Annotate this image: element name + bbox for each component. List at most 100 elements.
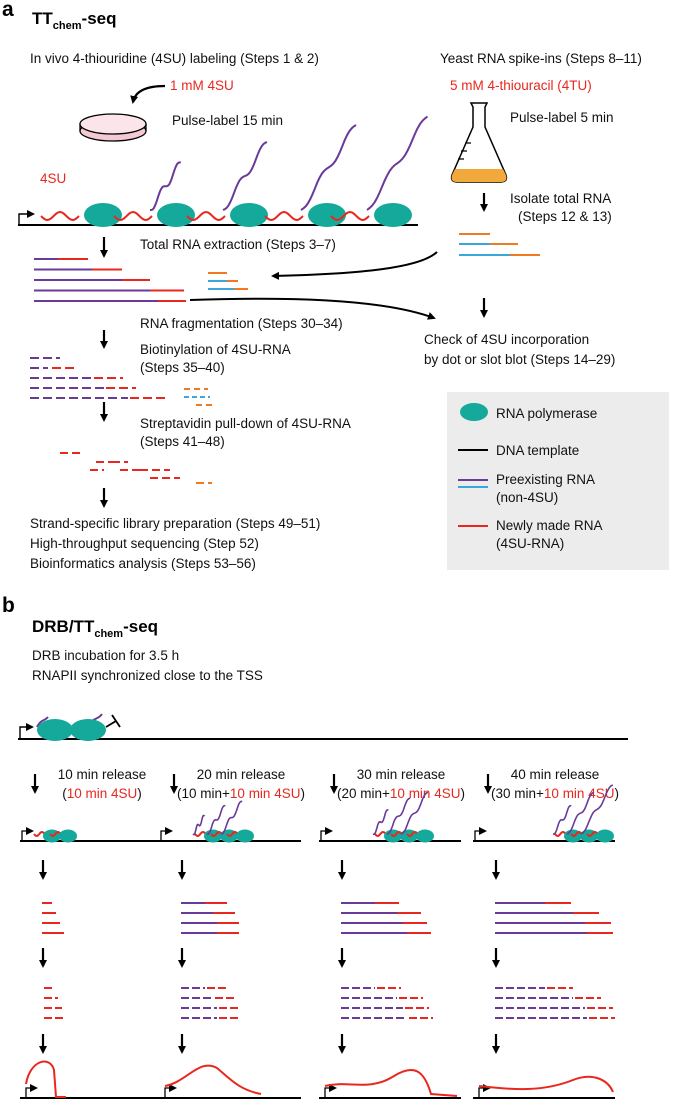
spikein-rnas-right: [459, 233, 540, 256]
nascent-purple-3-3: [400, 791, 429, 835]
drb-block-icon: [105, 714, 121, 728]
legend-preexisting-1: Preexisting RNA: [496, 472, 595, 487]
curved-arrow-spikein: [271, 251, 438, 280]
pulldown-line-2: (Steps 41–48): [140, 434, 225, 449]
rna-polymerase-4: [308, 203, 346, 227]
pulse-15-label: Pulse-label 15 min: [172, 113, 283, 128]
curved-arrow-to-dish: [130, 84, 166, 104]
isolate-line-1: Isolate total RNA: [510, 191, 611, 206]
nascent-purple-4-2: [566, 791, 595, 835]
new-rna-3: [186, 210, 226, 222]
nascent-purple-2-3: [220, 800, 243, 835]
coverage-profile-3: [324, 1069, 458, 1097]
time-course-column-2: 20 min release(10 min+10 min 4SU): [159, 767, 305, 1099]
nascent-purple-3-2: [386, 797, 411, 835]
rna-polymerase-1: [84, 203, 122, 227]
nascent-purple-3-1: [372, 809, 389, 836]
release-labeling-3: (20 min+10 min 4SU): [337, 786, 465, 801]
time-course-column-4: 40 min release (30 min+10 min 4SU): [473, 767, 619, 1099]
preexisting-rna-3: [222, 141, 268, 211]
check-line-1: Check of 4SU incorporation: [424, 332, 589, 347]
legend-box: RNA polymerase DNA template Preexisting …: [447, 392, 669, 570]
profile-tss-2-icon: [164, 1084, 177, 1097]
tss-col-2-icon: [160, 827, 173, 841]
spikein-rnas-left: [208, 272, 248, 290]
polymerase-col-2-3: [236, 829, 254, 843]
new-rna-5: [330, 210, 370, 222]
arrow-to-check: [189, 297, 436, 320]
release-label-2: 20 min release: [197, 767, 286, 782]
total-rna-lines: [34, 258, 186, 302]
preexisting-rna-2: [150, 161, 181, 211]
release-labeling-4: (30 min+10 min 4SU): [491, 786, 619, 801]
time-course-column-1: 10 min release (10 min 4SU): [20, 767, 162, 1099]
profile-tss-1-icon: [25, 1084, 38, 1097]
biotinylation-line-2: (Steps 35–40): [140, 360, 225, 375]
polymerase-legend-icon: [460, 403, 488, 421]
release-label-1: 10 min release: [58, 767, 147, 782]
pulse-5-label: Pulse-label 5 min: [510, 110, 614, 125]
tss-col-1-icon: [21, 827, 34, 841]
tss-arrow-b-icon: [19, 723, 34, 739]
time-course-columns: 10 min release (10 min 4SU) 20 min release…: [20, 767, 619, 1099]
extraction-label: Total RNA extraction (Steps 3–7): [140, 237, 336, 252]
polymerase-b1: [37, 719, 73, 741]
tss-arrow-icon: [18, 210, 35, 225]
isolate-line-2: (Steps 12 & 13): [518, 209, 612, 224]
legend-newly-1: Newly made RNA: [496, 518, 603, 533]
polymerase-col-4-3: [596, 829, 614, 843]
time-course-column-3: 30 min release (20 min+10 min 4SU): [319, 767, 465, 1099]
new-rna-1: [40, 210, 80, 222]
labeling-heading: In vivo 4-thiouridine (4SU) labeling (St…: [30, 51, 319, 66]
coverage-profile-1: [25, 1060, 66, 1098]
panel-a-title: TTchem-seq: [32, 9, 117, 32]
petri-dish-icon: [79, 113, 147, 142]
spikein-heading: Yeast RNA spike-ins (Steps 8–11): [440, 51, 642, 66]
pulldown-fragments: [60, 452, 212, 484]
biotinylation-line-1: Biotinylation of 4SU-RNA: [140, 342, 291, 357]
panel-a-letter: a: [2, 0, 14, 21]
tss-col-3-icon: [320, 827, 333, 841]
nascent-purple-4-1: [552, 804, 572, 835]
fragmentation-label: RNA fragmentation (Steps 30–34): [140, 316, 343, 331]
nascent-purple-2-1: [192, 814, 206, 836]
legend-template: DNA template: [496, 443, 579, 458]
nascent-rna-group: [40, 115, 429, 227]
legend-polymerase: RNA polymerase: [496, 406, 597, 421]
label-4su: 4SU: [40, 171, 66, 186]
preexisting-rna-5: [366, 115, 429, 211]
preexisting-rna-4: [300, 124, 357, 211]
flask-icon: [450, 102, 508, 183]
new-rna-2: [113, 210, 153, 222]
final-step-3: Bioinformatics analysis (Steps 53–56): [30, 556, 256, 571]
release-labeling-1: (10 min 4SU): [62, 786, 142, 801]
coverage-profile-4: [478, 1075, 614, 1093]
release-label-3: 30 min release: [357, 767, 446, 782]
new-rna-4: [264, 210, 304, 222]
panel-b-letter: b: [2, 594, 15, 617]
nascent-purple-4-3: [580, 784, 614, 835]
check-line-2: by dot or slot blot (Steps 14–29): [424, 352, 615, 367]
release-label-4: 40 min release: [511, 767, 600, 782]
drb-line-1: DRB incubation for 3.5 h: [32, 648, 179, 663]
dose-4tu: 5 mM 4-thiouracil (4TU): [450, 78, 592, 93]
profile-tss-3-icon: [324, 1084, 337, 1097]
nascent-purple-2-2: [206, 804, 226, 835]
polymerase-col-1-2: [59, 829, 77, 843]
dose-4su: 1 mM 4SU: [170, 78, 234, 93]
profile-tss-4-icon: [478, 1084, 491, 1097]
rna-polymerase-2: [157, 203, 195, 227]
legend-preexisting-2: (non-4SU): [496, 490, 558, 505]
tss-col-4-icon: [474, 827, 487, 841]
pulldown-line-1: Streptavidin pull-down of 4SU-RNA: [140, 416, 351, 431]
fragment-lines: [30, 357, 214, 406]
panel-b-title: DRB/TTchem-seq: [32, 617, 158, 640]
polymerase-col-3-3: [416, 829, 434, 843]
rna-polymerase-5: [374, 203, 412, 227]
short-rna-1: [36, 716, 49, 728]
polymerase-b2: [70, 719, 106, 741]
final-step-1: Strand-specific library preparation (Ste…: [30, 516, 320, 531]
rna-polymerase-3: [230, 203, 268, 227]
coverage-profile-2: [164, 1064, 262, 1095]
